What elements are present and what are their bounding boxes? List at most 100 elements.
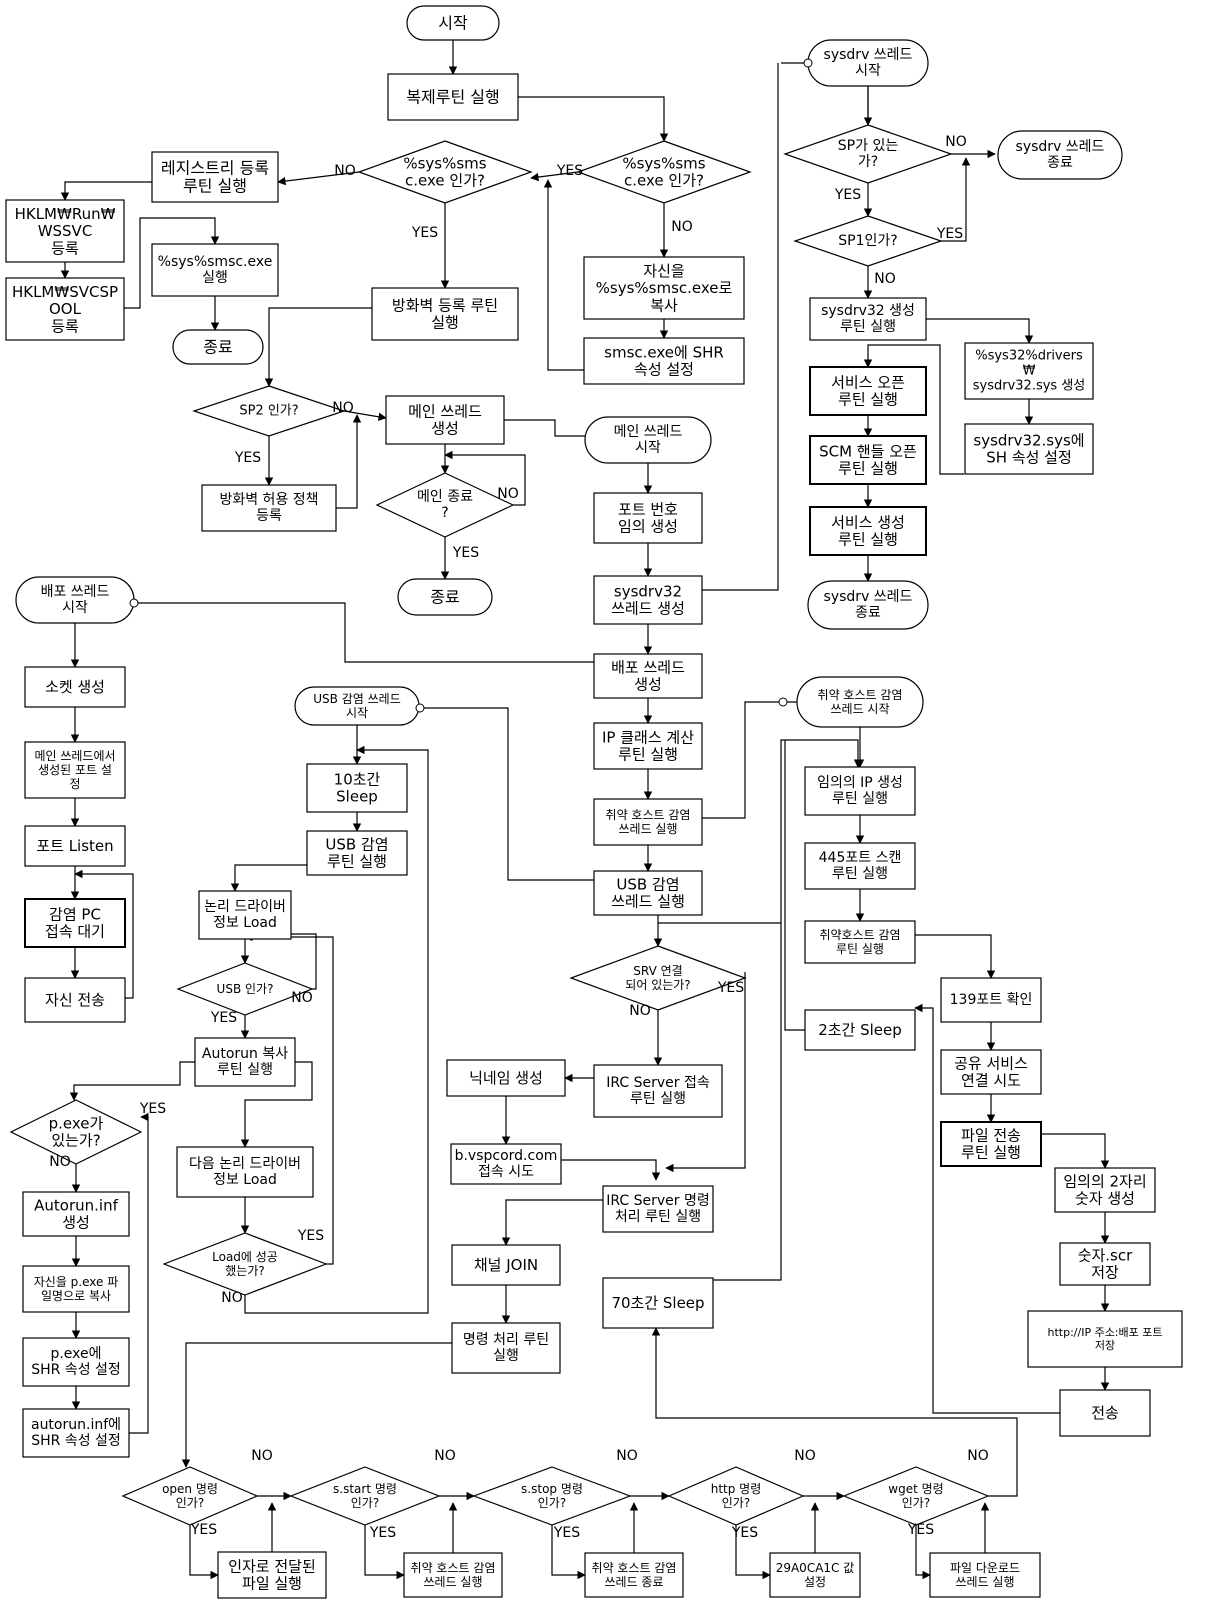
node-label: 생성 [431, 420, 459, 438]
flow-arrow [518, 96, 669, 142]
node-label: 논리 드라이버 [204, 899, 286, 915]
node-label: 저장 [1095, 1339, 1115, 1352]
flow-arrow [230, 864, 307, 892]
node-label: 루틴 실행 [838, 391, 898, 409]
node-label: 취약 호스트 감염 [592, 1560, 677, 1575]
node-label: Autorun 복사 [202, 1046, 288, 1062]
node-label: 정 [69, 777, 80, 791]
node-label: 445포트 스캔 [819, 850, 902, 866]
node-label: sysdrv32.sys에 [973, 431, 1084, 449]
edge-labels: YESNONOYESNOYESNOYESNOYESYESNONOYESNOYES… [49, 134, 989, 1541]
node-label: 포트 Listen [36, 837, 113, 855]
node-label: 쓰레드 실행 [955, 1574, 1014, 1589]
node-drivers-create: %sys32%drivers₩sysdrv32.sys 생성 [964, 342, 1094, 400]
node-label: 루틴 실행 [327, 853, 387, 871]
edge-label-no: NO [291, 990, 313, 1006]
connector-dot [415, 703, 425, 713]
node-sleep70: 70초간 Sleep [602, 1277, 714, 1329]
node-label: 시작 [855, 63, 881, 79]
edge-label-no: NO [671, 219, 693, 235]
flow-arrow [713, 739, 863, 1281]
flow-arrow [189, 1525, 219, 1580]
node-dec-sp1: SP1인가? [793, 215, 943, 267]
flow-arrow [501, 1199, 603, 1246]
flow-arrow [863, 344, 964, 475]
node-label: 메인 쓰레드 [614, 424, 683, 440]
node-check139: 139포트 확인 [940, 977, 1042, 1023]
node-label: sysdrv32 생성 [821, 303, 915, 319]
node-label: 방화벽 허용 정책 [219, 492, 318, 508]
node-label: SH 속성 설정 [986, 449, 1072, 467]
flow-arrow [914, 1003, 1060, 1414]
node-set-val: 29A0CA1C 값설정 [769, 1552, 861, 1598]
node-label: 임의 생성 [618, 518, 678, 536]
edge-label-no: NO [49, 1154, 71, 1170]
edge-label-yes: YES [411, 225, 438, 241]
node-label: 복사 [650, 296, 678, 314]
node-label: 다음 논리 드라이버 [189, 1156, 301, 1172]
flow-arrow [129, 1112, 149, 1434]
edge-label-no: NO [332, 400, 354, 416]
edge-label-yes: YES [907, 1522, 934, 1538]
flow-arrow [941, 157, 971, 242]
edge-label-no: NO [434, 1448, 456, 1464]
node-label: sysdrv32.sys 생성 [973, 378, 1086, 393]
flow-arrow [124, 217, 220, 309]
node-label: 쓰레드 실행 [423, 1574, 482, 1589]
node-channel-join: 채널 JOIN [451, 1244, 561, 1286]
node-label: 쓰레드 시작 [830, 702, 889, 716]
node-label: 파일 실행 [242, 1575, 302, 1593]
node-label: 소켓 생성 [45, 678, 105, 696]
flow-arrow [702, 701, 797, 819]
node-label: 닉네임 생성 [469, 1069, 543, 1087]
node-label: 루틴 실행 [832, 866, 888, 882]
node-label: 루틴 실행 [183, 177, 247, 196]
node-label: USB 인가? [217, 982, 274, 996]
node-dec-usb: USB 인가? [176, 962, 314, 1016]
flow-arrow [665, 972, 746, 1173]
edge-label-no: NO [794, 1448, 816, 1464]
node-label: ? [441, 505, 448, 521]
node-label: 루틴 실행 [217, 1062, 273, 1078]
node-label: 루틴 실행 [840, 319, 896, 335]
node-label: 서비스 생성 [831, 513, 905, 531]
node-label: b.vspcord.com [455, 1148, 558, 1164]
node-label: 루틴 실행 [838, 460, 898, 478]
node-label: Sleep [336, 788, 378, 806]
node-label: 처리 루틴 실행 [615, 1209, 701, 1225]
node-label: 숫자 생성 [1075, 1190, 1135, 1208]
node-listen: 포트 Listen [24, 825, 126, 867]
node-label: 생성 [62, 1214, 90, 1232]
flow-arrow [244, 745, 429, 1314]
node-label: 실행 [493, 1348, 519, 1364]
node-label: 종료 [1047, 155, 1073, 171]
node-dec-sp: SP가 있는가? [783, 124, 953, 184]
flow-arrow [60, 181, 152, 201]
flow-arrow [415, 707, 594, 881]
node-socket: 소켓 생성 [24, 666, 126, 708]
node-send-self: 자신 전송 [24, 977, 126, 1023]
flow-arrow [651, 1327, 1018, 1461]
node-label: 인가? [351, 1496, 379, 1510]
